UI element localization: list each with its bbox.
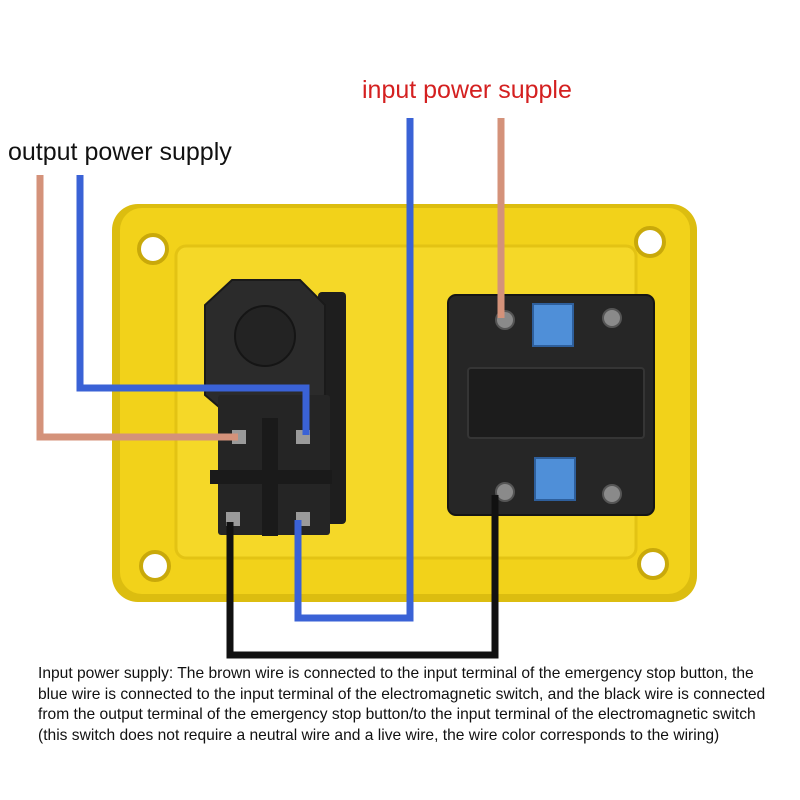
output-blue-wire (76, 175, 310, 435)
emswitch-screw-bottom-left (495, 482, 515, 502)
wiring-caption: Input power supply: The brown wire is co… (38, 665, 766, 744)
emswitch-screw-top-right (602, 308, 622, 328)
output-brown-wire (36, 175, 238, 441)
black-link-wire (226, 495, 499, 659)
screw-hole-top-right (634, 226, 666, 258)
input-power-label: input power supple (362, 76, 572, 104)
screw-hole-bottom-left (139, 550, 171, 582)
wires (36, 118, 505, 659)
emswitch-terminal-bottom (534, 457, 576, 501)
estop-divider (262, 418, 278, 536)
screw-hole-top-left (137, 233, 169, 265)
emswitch-window (467, 367, 645, 439)
output-power-label: output power supply (8, 138, 232, 166)
electromagnetic-switch (447, 294, 655, 516)
emswitch-terminal-top (532, 303, 574, 347)
emergency-stop-switch (204, 279, 346, 536)
emswitch-screw-bottom-right (602, 484, 622, 504)
screw-hole-bottom-right (637, 548, 669, 580)
estop-button-cap (234, 305, 296, 367)
input-blue-wire (294, 118, 414, 622)
